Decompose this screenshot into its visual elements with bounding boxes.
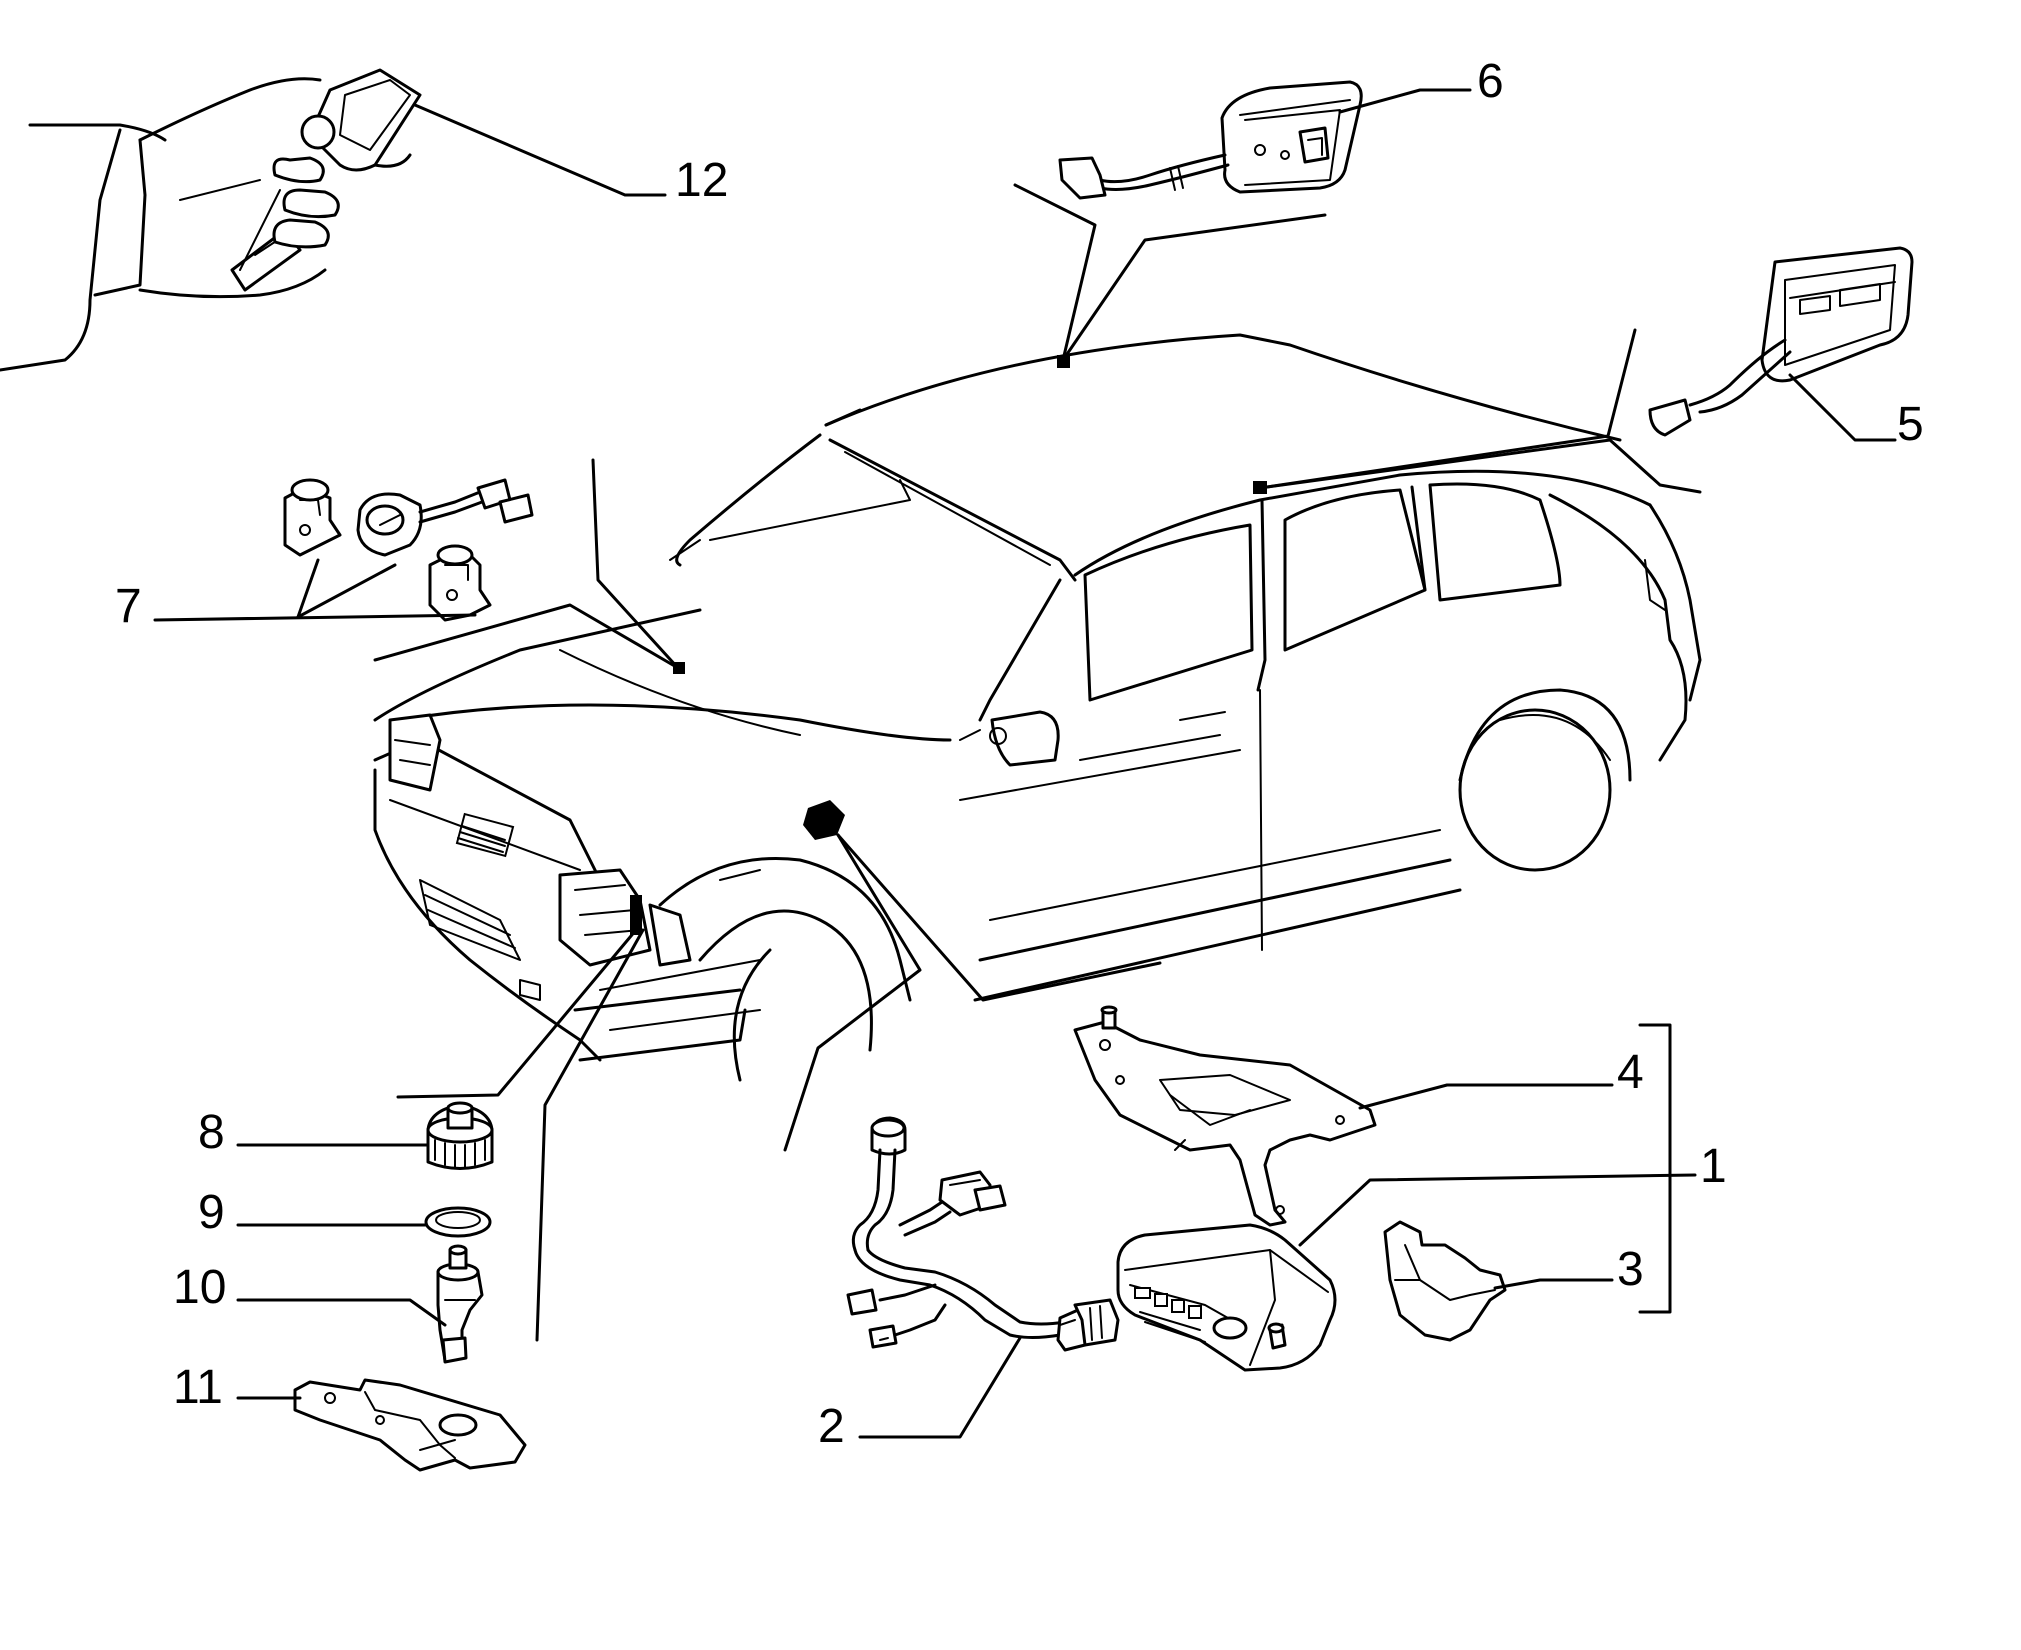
marker-headlight <box>630 895 642 935</box>
location-markers <box>630 355 1267 935</box>
car-illustration <box>373 333 1702 1082</box>
part-4-mounting-bracket <box>1073 1005 1377 1227</box>
part-2-wiring-harness <box>846 1116 1120 1352</box>
part-5-module <box>1648 246 1914 437</box>
label-9: 9 <box>198 1186 225 1239</box>
leader-4 <box>1358 1083 1614 1110</box>
label-12: 12 <box>675 154 728 207</box>
leader-7b <box>296 558 320 619</box>
label-8: 8 <box>198 1106 225 1159</box>
leader-5 <box>1788 373 1897 442</box>
part-11-bracket <box>293 1378 527 1472</box>
part-8-bushing <box>426 1101 494 1170</box>
part-6-interior-sensor <box>1058 80 1363 200</box>
part-12-remote-transmitter <box>0 68 422 372</box>
label-2: 2 <box>818 1400 845 1453</box>
part-10-plunger-switch <box>436 1244 484 1364</box>
part-9-washer <box>424 1206 492 1238</box>
callout-lines <box>373 183 1702 1342</box>
label-10: 10 <box>173 1261 226 1314</box>
group-bracket <box>1638 1023 1672 1314</box>
leader-10 <box>236 1298 447 1327</box>
label-11: 11 <box>173 1361 223 1414</box>
leader-7c <box>296 563 397 619</box>
leader-12 <box>413 103 667 197</box>
leader-2 <box>858 1336 1022 1439</box>
label-4: 4 <box>1617 1046 1644 1099</box>
leader-7a <box>153 613 477 622</box>
part-3-cover <box>1383 1220 1507 1342</box>
marker-engine-bay <box>803 800 845 840</box>
marker-roof-front <box>1057 355 1070 368</box>
label-3: 3 <box>1617 1243 1644 1296</box>
label-7: 7 <box>115 580 142 633</box>
part-1-control-unit <box>1116 1223 1337 1372</box>
leader-3 <box>1493 1278 1614 1290</box>
label-6: 6 <box>1477 55 1504 108</box>
label-5: 5 <box>1897 398 1924 451</box>
label-1: 1 <box>1700 1140 1727 1193</box>
leader-6 <box>1338 88 1472 114</box>
part-7-door-switches <box>283 478 534 622</box>
leader-1 <box>1298 1173 1697 1247</box>
